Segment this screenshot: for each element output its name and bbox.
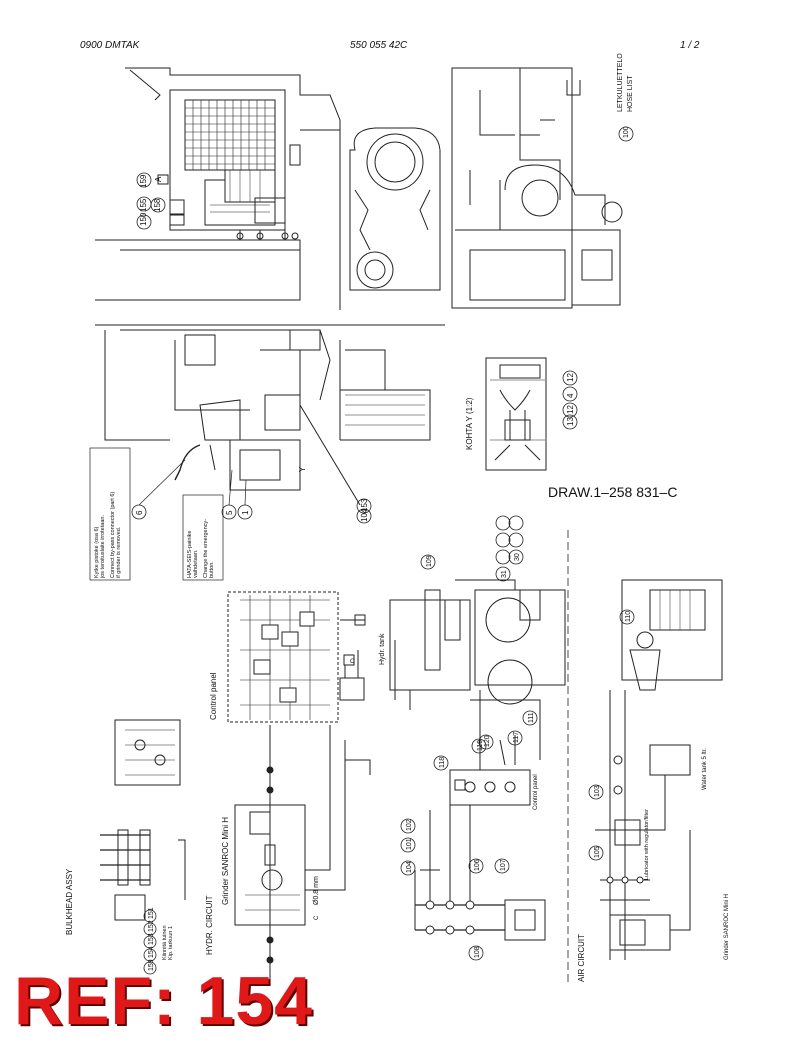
- callout-111: 111: [528, 712, 535, 723]
- callout-154: 154: [148, 946, 155, 958]
- callout-152: 152: [148, 920, 155, 932]
- detail-y-label: KOHTA Y (1:2): [465, 397, 474, 450]
- bulkhead-assembly: [100, 719, 186, 921]
- callout-102: 102: [406, 819, 413, 831]
- note-emergency-fi-1: HATA-SEIS-painike: [187, 531, 193, 578]
- callout-158: 158: [153, 198, 162, 212]
- callout-150: 150: [139, 212, 148, 226]
- grinder-label: Grinder SANROC Mini H: [221, 817, 230, 905]
- callout-4: 4: [566, 393, 575, 398]
- callout-104: 104: [360, 508, 369, 522]
- box-a-label: A: [154, 176, 163, 182]
- hose-list-label-fi: LETKULUETTELO: [617, 53, 624, 112]
- callout-108: 108: [474, 946, 481, 958]
- water-tank-label: Water tank 5 ltr.: [702, 748, 708, 790]
- callout-106: 106: [474, 859, 481, 871]
- callout-101: 101: [406, 838, 413, 850]
- machine-top-view: [95, 67, 441, 310]
- callout-5: 5: [225, 510, 234, 515]
- control-panel-label: Control panel: [209, 672, 218, 720]
- reference-stamp: REF: 154: [14, 963, 313, 1039]
- callout-159-second: 159: [148, 959, 155, 971]
- note-emergency-en-1: Change the emergency-: [203, 519, 209, 578]
- header-page-number: 1 / 2: [680, 40, 700, 51]
- callout-155: 155: [139, 198, 148, 212]
- callout-151: 151: [148, 907, 155, 919]
- callout-153-second: 153: [148, 933, 155, 945]
- hydr-tank-label: Hydr. tank: [379, 633, 386, 665]
- callout-119: 119: [477, 740, 484, 751]
- callout-159: 159: [139, 174, 148, 188]
- callout-30: 30: [514, 553, 521, 561]
- callout-103: 103: [594, 785, 601, 797]
- callout-12-second: 12: [566, 405, 575, 414]
- air-circuit: [595, 579, 723, 960]
- note-bypass-fi-1: Kytke pistoke (osa 6): [94, 526, 100, 578]
- callout-105: 105: [594, 846, 601, 858]
- header-document-number: 550 055 42C: [350, 40, 408, 51]
- callout-12: 12: [566, 373, 575, 382]
- machine-side-view: [451, 67, 623, 309]
- lower-manifold: [414, 735, 546, 941]
- note-bypass-en-2: if grinder is removed.: [116, 526, 122, 578]
- grinder-second-label: Grinder SANROC Mini H: [724, 894, 730, 960]
- header-left: 0900 DMTAK: [80, 40, 140, 51]
- box-c-label: C: [350, 659, 355, 665]
- box-c-second-label: C: [314, 915, 320, 920]
- kiinnita-label-2: Kip. tarkuun 1: [168, 926, 174, 960]
- callout-100: 100: [623, 126, 630, 138]
- note-emergency-fi-2: vaihdetaan.: [193, 549, 199, 578]
- note-bypass-fi-2: jos teroituslaite irrotetaan.: [100, 515, 106, 579]
- control-panel-second-label: Control panel: [533, 774, 539, 810]
- kiinnita-label-1: Kiinnitä tuinen: [162, 925, 168, 960]
- callout-120: 120: [484, 735, 491, 747]
- hydraulic-tank: [389, 579, 566, 771]
- callout-31: 31: [501, 570, 508, 578]
- hydraulic-grinder-circuit: [234, 725, 346, 980]
- note-emergency-en-2: button.: [209, 561, 215, 578]
- bulkhead-label: BULKHEAD ASSY: [65, 868, 74, 935]
- view-y-label: Y: [298, 466, 307, 472]
- machine-middle-view: [95, 324, 445, 506]
- callout-109: 109: [426, 555, 433, 567]
- callout-118: 118: [439, 757, 446, 768]
- callout-104-second: 104: [406, 861, 413, 873]
- callout-107: 107: [500, 859, 507, 871]
- callout-6: 6: [135, 510, 144, 515]
- control-panel-circuit: [227, 591, 371, 775]
- hose-list-label-en: HOSE LIST: [627, 75, 634, 112]
- lubricator-label: Lubricator with regulator/filter: [644, 809, 650, 880]
- callout-117: 117: [513, 732, 520, 743]
- air-circuit-label: AIR CIRCUIT: [577, 934, 586, 982]
- callout-153: 153: [360, 498, 369, 512]
- note-bypass-en-1: Connect by-pass connector (part 6): [110, 492, 116, 578]
- detail-y-view: [485, 357, 547, 471]
- callout-1: 1: [241, 510, 250, 515]
- callout-13: 13: [566, 417, 575, 426]
- callout-110: 110: [625, 611, 632, 622]
- drawing-number: DRAW.1–258 831–C: [548, 484, 678, 500]
- orifice-label: Ø0.8 mm: [313, 876, 320, 905]
- hydr-circuit-label: HYDR. CIRCUIT: [205, 895, 214, 955]
